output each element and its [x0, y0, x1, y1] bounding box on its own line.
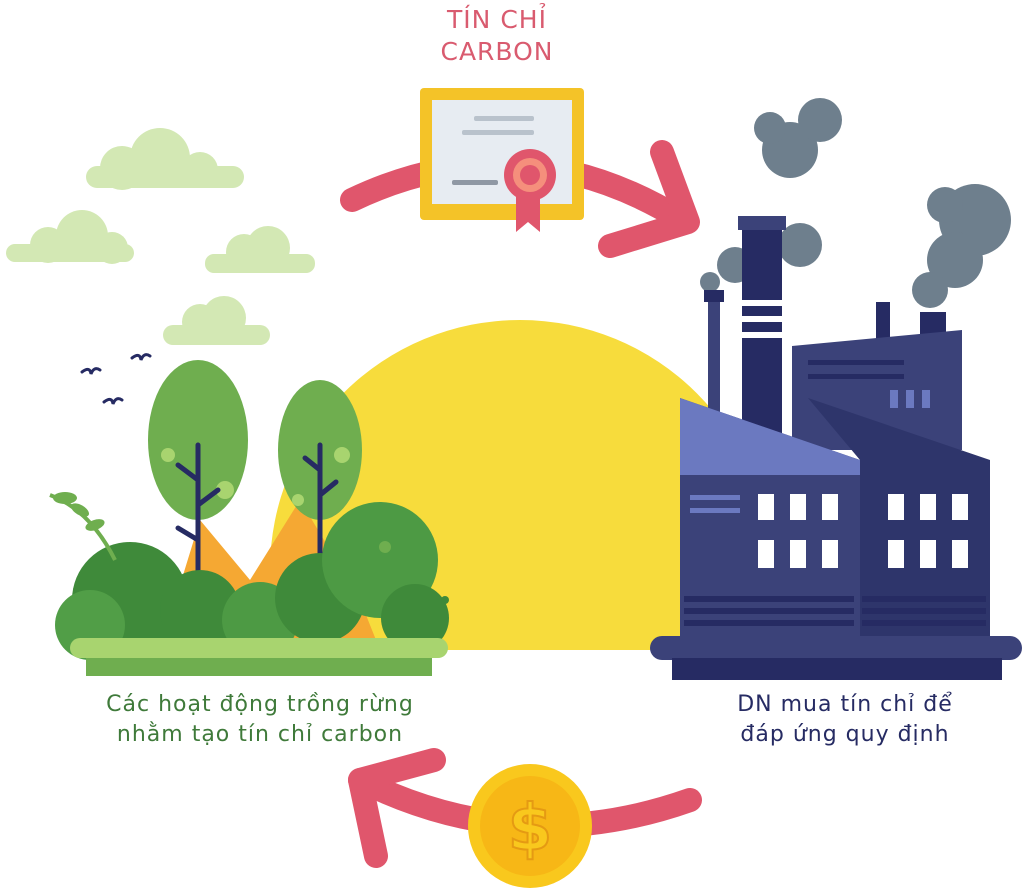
cloud-icon — [163, 296, 270, 345]
credit-title-line2: CARBON — [440, 37, 554, 66]
clouds — [6, 128, 315, 345]
bird-icon — [130, 353, 152, 361]
forest-caption-line2: nhằm tạo tín chỉ carbon — [116, 722, 404, 747]
forest-caption: Các hoạt động trồng rừng nhằm tạo tín ch… — [60, 690, 460, 750]
company-caption-line2: đáp ứng quy định — [740, 722, 950, 747]
certificate-icon — [420, 88, 584, 232]
forest-icon — [49, 360, 449, 676]
company-caption: DN mua tín chỉ để đáp ứng quy định — [660, 690, 1024, 750]
cloud-icon — [86, 128, 244, 190]
bird-icon — [102, 397, 124, 405]
coin-icon: $ — [468, 764, 592, 888]
company-caption-line1: DN mua tín chỉ để — [737, 692, 953, 717]
credit-title: TÍN CHỈ CARBON — [392, 4, 602, 68]
credit-title-line1: TÍN CHỈ — [447, 5, 547, 34]
bird-icon — [80, 367, 102, 375]
dollar-symbol: $ — [508, 792, 553, 866]
cloud-icon — [205, 226, 315, 273]
factory-icon — [650, 98, 1022, 680]
birds — [80, 353, 152, 405]
forest-caption-line1: Các hoạt động trồng rừng — [106, 692, 414, 717]
cloud-icon — [6, 210, 134, 264]
